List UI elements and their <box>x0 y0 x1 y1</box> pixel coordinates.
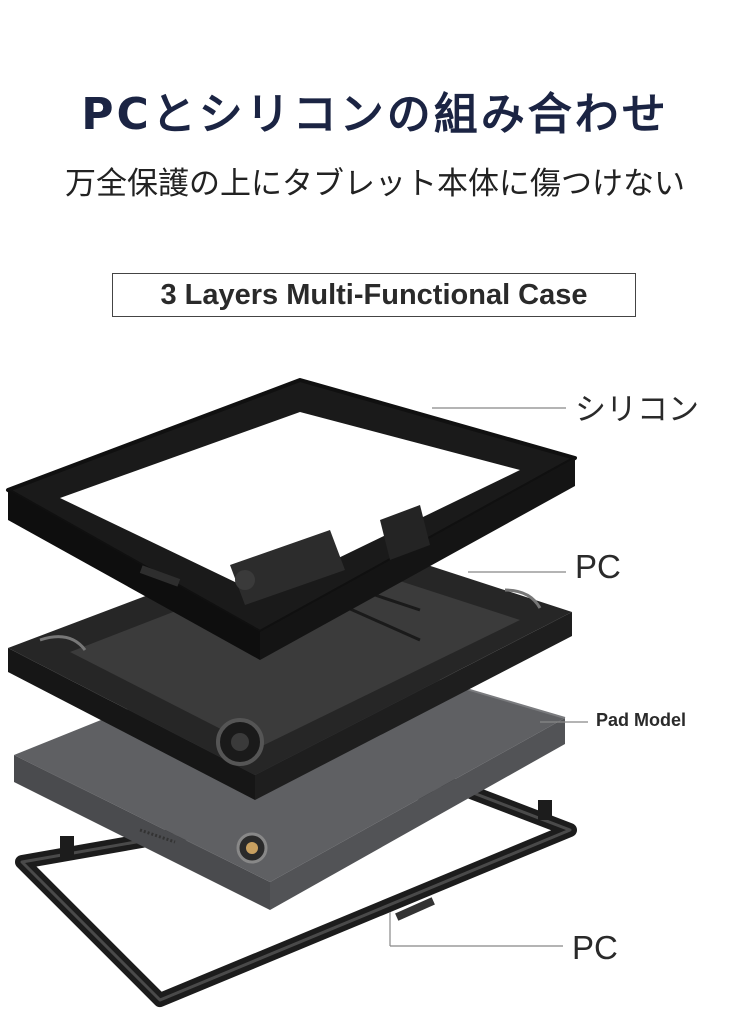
leader-lines <box>389 407 588 947</box>
silicone-bumper <box>6 378 577 660</box>
label-silicone: シリコン <box>575 392 699 428</box>
page-subtitle: 万全保護の上にタブレット本体に傷つけない <box>65 166 685 202</box>
layers-badge: 3 Layers Multi-Functional Case <box>112 273 636 317</box>
label-pc-top: PC <box>575 548 621 585</box>
page-title: PCとシリコンの組み合わせ <box>81 89 669 140</box>
middle-pc-shell <box>8 530 572 800</box>
label-pad-model: Pad Model <box>596 710 687 730</box>
label-pc-bottom: PC <box>572 929 618 966</box>
layers-badge-text: 3 Layers Multi-Functional Case <box>160 278 588 311</box>
